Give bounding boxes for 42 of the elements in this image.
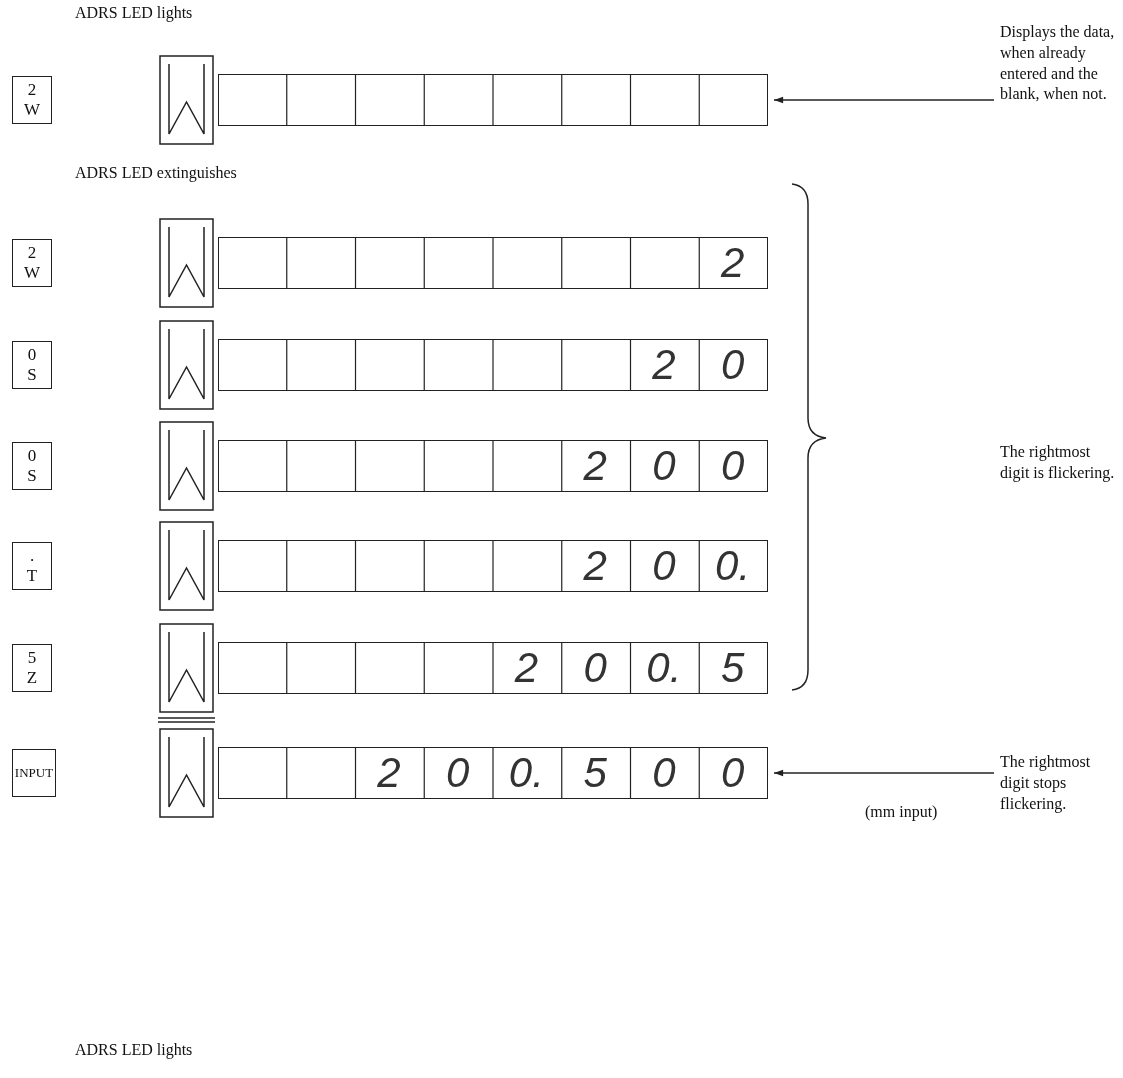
segment-digit: 0. [507,748,545,798]
key-button: 2 W [12,76,52,124]
note-text: Displays the data, when already entered and the blank, when not. [1000,22,1122,106]
key-button: 5 Z [12,644,52,692]
caption-text: ADRS LED lights [75,1040,193,1061]
segment-digit: 2 [513,643,540,693]
segment-digit: 2 [719,238,746,288]
key-button: INPUT [12,749,56,797]
segment-digit: 0 [651,541,677,591]
segment-digit: 0 [651,748,677,798]
caption-text: ADRS LED lights [75,3,193,24]
segment-digit: 0 [444,748,471,798]
key-button: 0 S [12,442,52,490]
segment-digit: 0 [719,441,746,491]
caption-text: (mm input) [865,802,938,823]
leader-arrow [773,769,995,777]
segment-digit: 0 [719,748,746,798]
caption-text: The rightmost digit is flickering. [1000,442,1116,484]
digit-display [218,339,768,391]
digit-display [218,237,768,289]
digit-display [218,747,768,799]
key-button: 2 W [12,239,52,287]
caption-text: ADRS LED extinguishes [75,163,237,184]
segment-digit: 0 [719,340,746,390]
segment-digit: 2 [651,340,677,390]
leader-arrow [773,96,995,104]
digit-display [218,440,768,492]
segment-digit: 5 [719,643,746,693]
segment-digit: 0. [645,643,683,693]
digit-display [218,642,768,694]
segment-digit: 2 [376,748,402,798]
key-button: 0 S [12,341,52,389]
segment-digit: 0 [582,643,608,693]
digit-display [218,540,768,592]
note-text: The rightmost digit stops flickering. [1000,752,1115,815]
segment-digit: 0 [651,441,677,491]
segment-digit: 0. [714,541,752,591]
blank-digit-display [218,74,768,126]
key-button: . T [12,542,52,590]
segment-digit: 2 [582,441,608,491]
segment-digit: 5 [582,748,608,798]
segment-digit: 2 [582,541,608,591]
